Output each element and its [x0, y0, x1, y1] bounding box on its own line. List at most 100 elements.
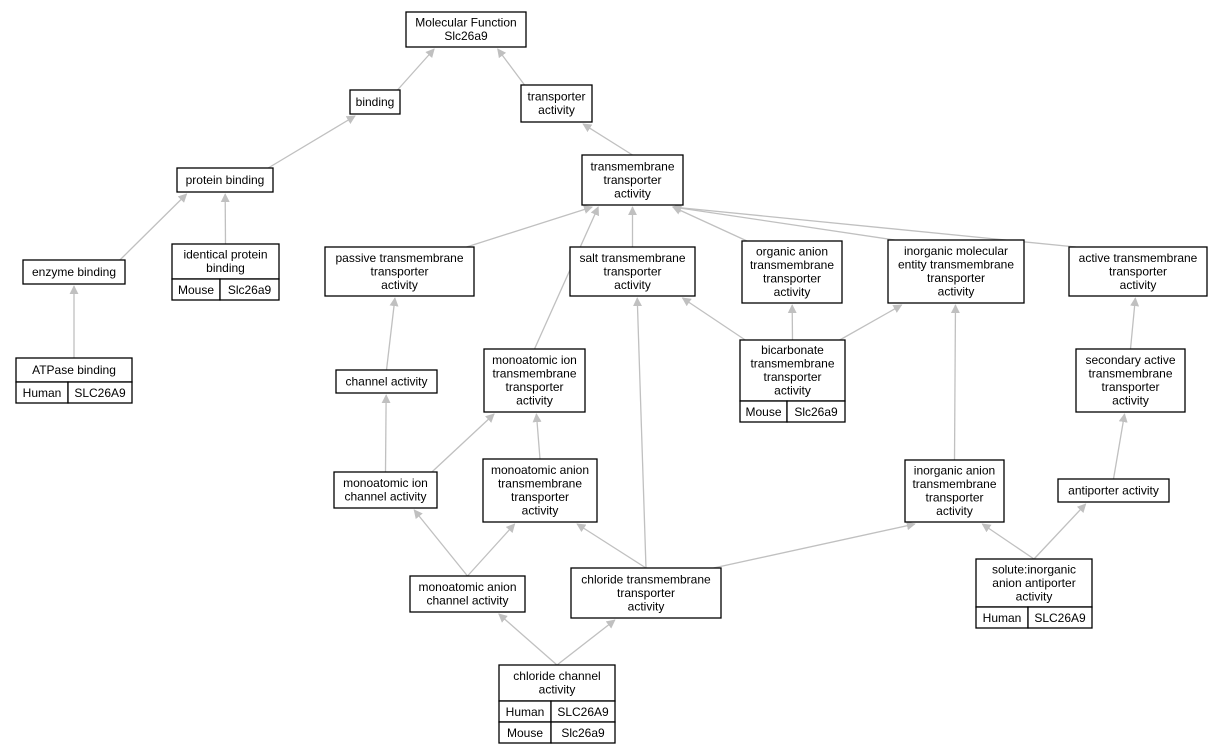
node-label-line: enzyme binding — [32, 265, 116, 279]
node-label-line: channel activity — [344, 490, 426, 504]
node-box — [409, 575, 526, 613]
edge-chloride_channel-to-chloride_tm — [556, 619, 616, 666]
gene-cell — [67, 381, 133, 404]
node-antiporter[interactable]: antiporter activity — [1057, 478, 1170, 503]
node-label-line: Slc26a9 — [444, 29, 488, 43]
gene-cell — [550, 721, 616, 744]
edge-monoatomic_ion_tm-to-tm_transporter — [533, 206, 599, 350]
edge-tm_transporter-to-transporter — [582, 123, 633, 156]
edge-chloride_tm-to-monoatomic_anion_tm — [576, 523, 647, 569]
node-label-line: activity — [539, 683, 576, 697]
node-box — [15, 357, 133, 383]
node-label-line: transmembrane — [750, 258, 834, 272]
node-inorganic-anion-tm[interactable]: inorganic aniontransmembranetransportera… — [904, 459, 1005, 523]
node-label-line: transmembrane — [498, 477, 582, 491]
node-label-line: Molecular Function — [415, 16, 516, 30]
node-label-line: activity — [614, 186, 651, 200]
node-box — [975, 558, 1093, 608]
species-label: Mouse — [745, 405, 781, 419]
node-label-line: activity — [522, 504, 559, 518]
node-label-line: bicarbonate — [761, 343, 824, 357]
node-monoatomic-anion-tm[interactable]: monoatomic aniontransmembranetransporter… — [482, 458, 598, 523]
node-organic-anion-tm[interactable]: organic aniontransmembranetransporteract… — [741, 240, 843, 304]
edge-binding-to-mf — [397, 48, 435, 91]
gene-label: Slc26a9 — [228, 283, 272, 297]
node-label-line: monoatomic anion — [491, 463, 589, 477]
node-enzyme-binding[interactable]: enzyme binding — [22, 259, 126, 285]
edge-solute_inorganic_antiporter-to-antiporter — [1033, 503, 1087, 560]
node-label-line: monoatomic ion — [343, 476, 428, 490]
node-channel-activity[interactable]: channel activity — [335, 369, 438, 394]
edge-channel_activity-to-passive_tm — [385, 297, 399, 371]
edge-monoatomic_anion_channel-to-monoatomic_anion_tm — [467, 523, 516, 577]
species-label: Human — [506, 705, 545, 719]
node-label-line: transporter — [603, 264, 661, 278]
node-box — [1057, 478, 1170, 503]
node-bicarbonate-tm[interactable]: bicarbonatetransmembranetransporteractiv… — [739, 339, 846, 423]
node-label-line: binding — [356, 95, 395, 109]
edge-monoatomic_ion_channel-to-channel_activity — [381, 394, 391, 473]
node-label-line: transporter — [1109, 264, 1167, 278]
node-label-line: activity — [614, 278, 651, 292]
node-label-line: activity — [774, 285, 811, 299]
node-label-line: transporter — [763, 272, 821, 286]
node-box — [581, 154, 684, 206]
gene-label: SLC26A9 — [74, 386, 126, 400]
edge-monoatomic_ion_channel-to-monoatomic_ion_tm — [431, 413, 495, 473]
node-monoatomic-ion-tm[interactable]: monoatomic iontransmembranetransporterac… — [483, 348, 586, 413]
species-label: Human — [983, 611, 1022, 625]
node-label-line: antiporter activity — [1068, 483, 1159, 497]
gene-label: SLC26A9 — [557, 705, 609, 719]
edge-protein_binding-to-binding — [267, 115, 356, 169]
node-label-line: inorganic anion — [914, 464, 995, 478]
node-box — [483, 348, 586, 413]
node-label-line: transporter — [370, 264, 428, 278]
node-label-line: activity — [1112, 394, 1149, 408]
node-chloride-tm[interactable]: chloride transmembranetransporteractivit… — [570, 567, 722, 619]
edge-bicarbonate_tm-to-inorganic_mol_tm — [839, 304, 903, 341]
node-box — [887, 239, 1025, 304]
node-label-line: transporter — [925, 491, 983, 505]
edge-monoatomic_anion_channel-to-monoatomic_ion_channel — [413, 509, 469, 577]
node-box — [176, 167, 274, 193]
node-label-line: channel activity — [345, 374, 427, 388]
node-label-line: activity — [381, 278, 418, 292]
edge-monoatomic_anion_tm-to-monoatomic_ion_tm — [532, 413, 542, 460]
edge-inorganic_mol_tm-to-tm_transporter — [672, 203, 895, 241]
node-protein-binding[interactable]: protein binding — [176, 167, 274, 193]
edges-layer — [69, 48, 1140, 666]
node-box — [335, 369, 438, 394]
node-label-line: transmembrane — [912, 477, 996, 491]
node-box — [349, 89, 401, 115]
node-box — [520, 84, 593, 123]
node-secondary-active-tm[interactable]: secondary activetransmembranetransporter… — [1075, 348, 1186, 413]
node-binding[interactable]: binding — [349, 89, 401, 115]
edge-secondary_active_tm-to-active_tm — [1129, 297, 1140, 350]
node-label-line: monoatomic anion — [418, 580, 516, 594]
node-box — [22, 259, 126, 285]
node-label-line: transmembrane — [492, 367, 576, 381]
node-label-line: chloride channel — [513, 669, 600, 683]
gene-cell — [786, 400, 846, 423]
node-label-line: solute:inorganic — [992, 562, 1076, 576]
gene-label: Slc26a9 — [561, 726, 605, 740]
edge-solute_inorganic_antiporter-to-inorganic_anion_tm — [981, 523, 1035, 560]
node-label-line: passive transmembrane — [335, 251, 463, 265]
node-box — [333, 471, 438, 509]
